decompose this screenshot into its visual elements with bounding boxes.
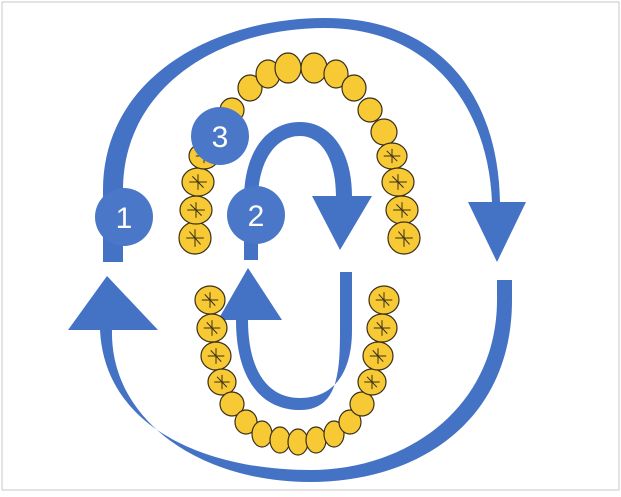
step-badge-3: 3: [191, 107, 249, 165]
lower-tooth: [358, 369, 386, 395]
lower-tooth: [195, 286, 225, 314]
lower-tooth: [288, 429, 308, 455]
upper-tooth: [358, 98, 382, 122]
upper-tooth: [342, 75, 366, 101]
upper-tooth: [180, 196, 212, 224]
step-badge-3-label: 3: [212, 121, 229, 154]
lower-tooth: [197, 314, 227, 342]
lower-tooth: [350, 392, 374, 416]
upper-tooth: [301, 53, 327, 83]
upper-tooth: [275, 53, 301, 83]
lower-tooth: [367, 314, 397, 342]
upper-tooth: [371, 119, 397, 145]
step-badge-2: 2: [227, 186, 285, 244]
lower-tooth: [270, 427, 290, 453]
lower-tooth: [201, 342, 231, 370]
lower-tooth: [363, 342, 393, 370]
upper-tooth: [377, 143, 407, 169]
step-badge-2-label: 2: [248, 200, 265, 233]
upper-tooth: [386, 196, 418, 224]
upper-tooth: [182, 168, 214, 196]
step-badge-1: 1: [95, 188, 153, 246]
lower-tooth: [306, 427, 326, 453]
upper-tooth: [179, 222, 211, 254]
lower-tooth: [252, 421, 272, 447]
upper-tooth: [388, 222, 420, 254]
step-badge-1-label: 1: [116, 202, 133, 235]
lower-tooth: [208, 369, 236, 395]
upper-tooth: [382, 168, 414, 196]
lower-tooth: [369, 286, 399, 314]
